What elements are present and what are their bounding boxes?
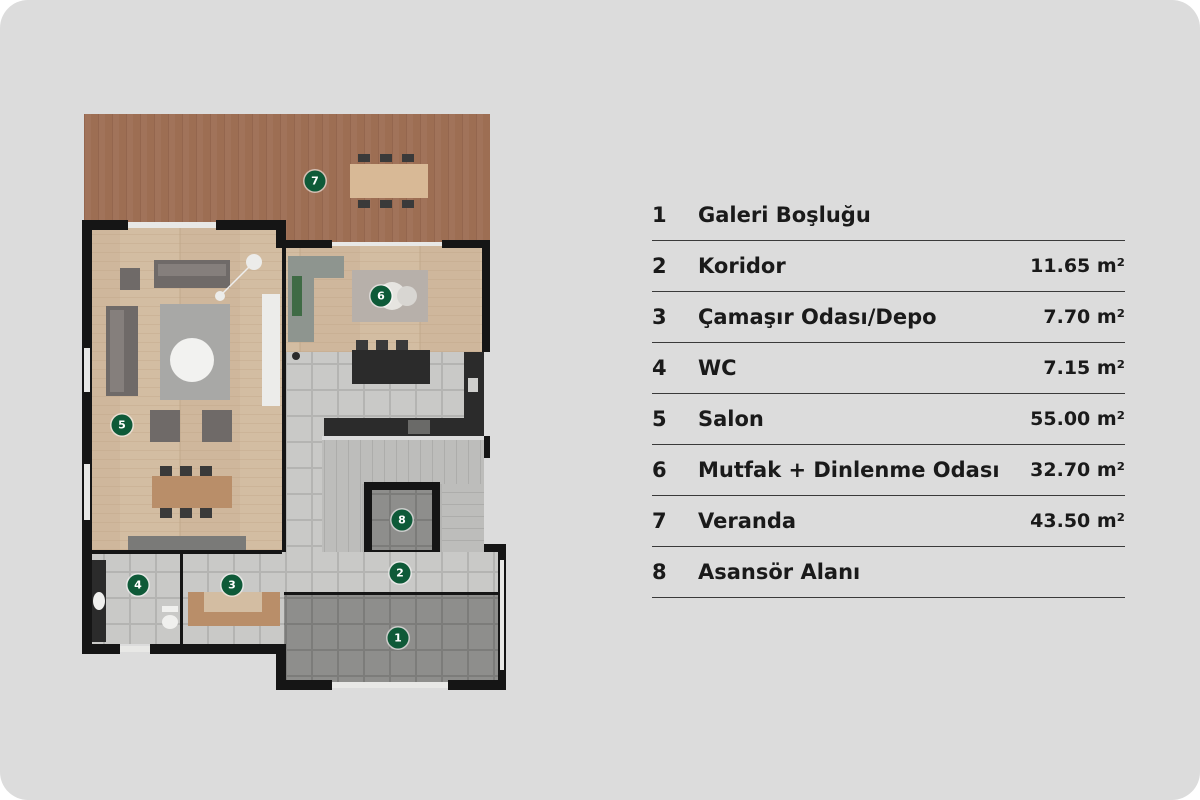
- corridor-floor: [286, 436, 322, 556]
- legend-number: 4: [652, 356, 667, 380]
- legend-room-name: Salon: [698, 407, 764, 431]
- room-marker-6: 6: [370, 285, 392, 307]
- room-marker-4: 4: [127, 574, 149, 596]
- legend-row: 3 Çamaşır Odası/Depo 7.70 m²: [652, 292, 1125, 343]
- legend-row: 1 Galeri Boşluğu: [652, 190, 1125, 241]
- room-marker-5: 5: [111, 414, 133, 436]
- room-legend: 1 Galeri Boşluğu 2 Koridor 11.65 m² 3 Ça…: [652, 190, 1125, 598]
- legend-room-name: Asansör Alanı: [698, 560, 861, 584]
- legend-number: 7: [652, 509, 667, 533]
- wc-fixtures: [92, 560, 178, 642]
- legend-room-area: 43.50 m²: [1030, 510, 1125, 532]
- legend-row: 5 Salon 55.00 m²: [652, 394, 1125, 445]
- kitchen-furniture: [288, 256, 484, 436]
- room-marker-8: 8: [391, 509, 413, 531]
- salon-furniture: [106, 254, 280, 550]
- legend-row: 2 Koridor 11.65 m²: [652, 241, 1125, 292]
- legend-row: 4 WC 7.15 m²: [652, 343, 1125, 394]
- windows: [84, 222, 504, 688]
- legend-room-name: Veranda: [698, 509, 797, 533]
- legend-room-area: 11.65 m²: [1030, 255, 1125, 277]
- room-marker-3: 3: [221, 574, 243, 596]
- legend-room-area: 32.70 m²: [1030, 459, 1125, 481]
- room-marker-2: 2: [389, 562, 411, 584]
- room-marker-1: 1: [387, 627, 409, 649]
- legend-room-name: Çamaşır Odası/Depo: [698, 305, 937, 329]
- legend-room-name: Mutfak + Dinlenme Odası: [698, 458, 1000, 482]
- legend-room-name: Koridor: [698, 254, 786, 278]
- legend-number: 6: [652, 458, 667, 482]
- legend-number: 8: [652, 560, 667, 584]
- veranda-dining-table: [350, 154, 428, 208]
- legend-number: 5: [652, 407, 667, 431]
- legend-room-area: 55.00 m²: [1030, 408, 1125, 430]
- legend-room-area: 7.15 m²: [1043, 357, 1125, 379]
- legend-room-name: WC: [698, 356, 737, 380]
- legend-room-area: 7.70 m²: [1043, 306, 1125, 328]
- room-marker-7: 7: [304, 170, 326, 192]
- legend-row: 7 Veranda 43.50 m²: [652, 496, 1125, 547]
- legend-room-name: Galeri Boşluğu: [698, 203, 871, 227]
- legend-row: 6 Mutfak + Dinlenme Odası 32.70 m²: [652, 445, 1125, 496]
- legend-number: 3: [652, 305, 667, 329]
- legend-row: 8 Asansör Alanı: [652, 547, 1125, 598]
- laundry-counter: [188, 592, 280, 626]
- wc-floor: [92, 554, 182, 644]
- legend-number: 2: [652, 254, 667, 278]
- walls: [82, 220, 506, 690]
- legend-number: 1: [652, 203, 667, 227]
